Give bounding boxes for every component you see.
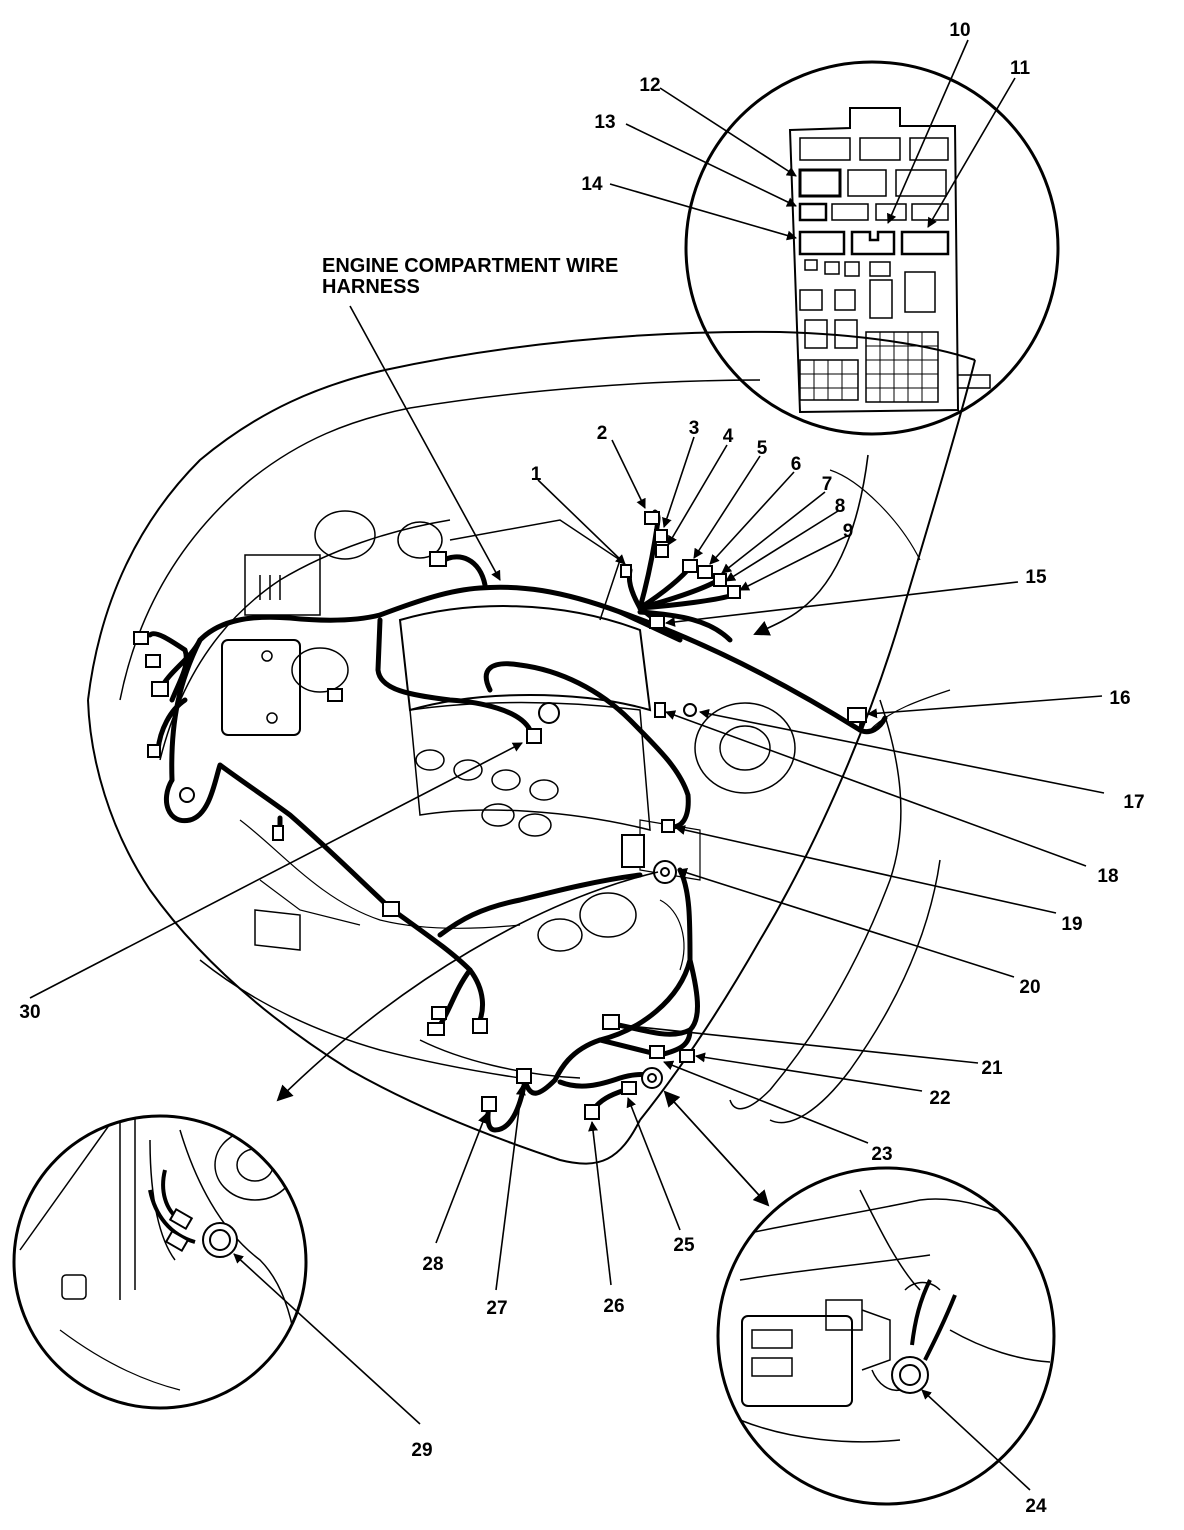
callout-8: 8 <box>835 496 846 517</box>
harness-title: ENGINE COMPARTMENT WIRE HARNESS <box>322 255 618 298</box>
harness-wires <box>147 509 888 1133</box>
callout-3: 3 <box>689 418 700 439</box>
harness-connectors <box>133 511 867 1120</box>
callout-labels: 1 2 3 4 5 6 7 8 9 10 11 12 13 14 15 16 1… <box>19 20 1144 1517</box>
callout-1: 1 <box>531 464 542 485</box>
callout-24: 24 <box>1025 1496 1047 1517</box>
callout-20: 20 <box>1019 977 1040 998</box>
fuse-box-inset <box>684 60 1060 436</box>
callout-9: 9 <box>843 521 854 542</box>
callout-23: 23 <box>871 1144 892 1165</box>
ground-point-inset-24 <box>716 1166 1056 1506</box>
callout-17: 17 <box>1123 792 1144 813</box>
callout-22: 22 <box>929 1088 950 1109</box>
leader-lines <box>29 39 1105 1491</box>
callout-29: 29 <box>411 1440 432 1461</box>
callout-13: 13 <box>594 112 615 133</box>
callout-25: 25 <box>673 1235 695 1256</box>
callout-5: 5 <box>757 438 768 459</box>
callout-10: 10 <box>949 20 970 41</box>
title-line-2: HARNESS <box>322 276 420 298</box>
callout-7: 7 <box>822 474 833 495</box>
callout-30: 30 <box>19 1002 40 1023</box>
inset-pointer-arrows <box>276 454 869 1207</box>
callout-11: 11 <box>1010 58 1031 79</box>
callout-4: 4 <box>723 426 734 447</box>
callout-27: 27 <box>486 1298 507 1319</box>
callout-16: 16 <box>1109 688 1130 709</box>
callout-21: 21 <box>981 1058 1003 1079</box>
callout-12: 12 <box>639 75 660 96</box>
ground-point-inset-29 <box>12 1114 308 1410</box>
title-line-1: ENGINE COMPARTMENT WIRE <box>322 255 618 277</box>
callout-28: 28 <box>422 1254 443 1275</box>
vehicle-body-outline <box>87 330 976 1165</box>
callout-2: 2 <box>597 423 608 444</box>
callout-6: 6 <box>791 454 802 475</box>
callout-14: 14 <box>581 174 603 195</box>
callout-15: 15 <box>1025 567 1047 588</box>
callout-19: 19 <box>1061 914 1082 935</box>
callout-18: 18 <box>1097 866 1118 887</box>
callout-26: 26 <box>603 1296 624 1317</box>
